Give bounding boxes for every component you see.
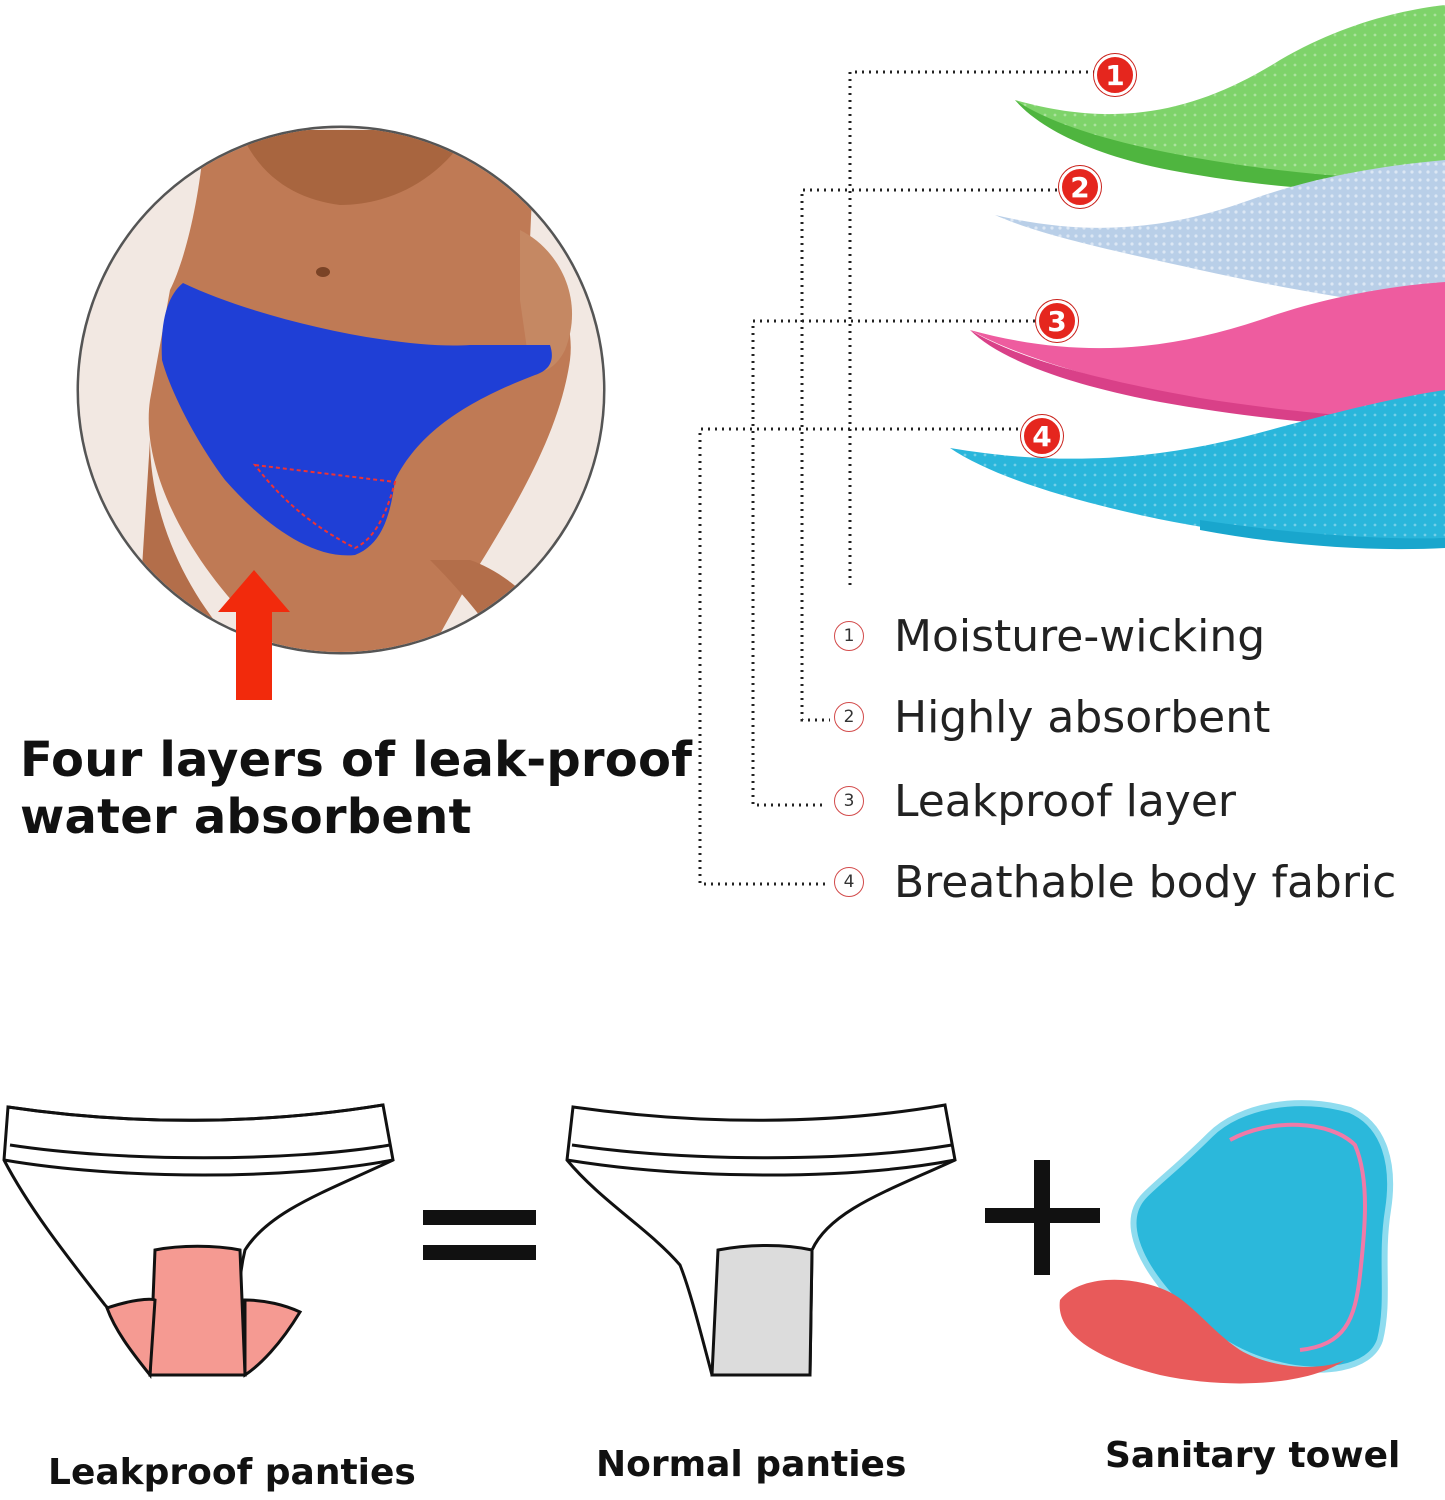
leader-lines [698, 70, 1095, 886]
legend-label-3: Leakproof layer [894, 775, 1237, 827]
equals-symbol-text: = [423, 1180, 424, 1181]
legend-item-2: 2 Highly absorbent [834, 692, 1270, 743]
layer-sheet-3 [970, 282, 1445, 429]
leakproof-panties-drawing [2, 1103, 395, 1379]
model-photo [76, 125, 606, 655]
up-arrow-icon [218, 570, 290, 700]
caption-normal-panties: Normal panties [596, 1444, 907, 1485]
plus-symbol-text: + [985, 1160, 986, 1161]
legend-item-4: 4 Breathable body fabric [834, 857, 1396, 908]
legend-number-1: 1 [834, 621, 864, 651]
layer-sheet-2 [995, 160, 1445, 310]
layer-badge-1: 1 [1094, 54, 1136, 96]
legend-item-1: 1 Moisture-wicking [834, 611, 1265, 662]
headline: Four layers of leak-proof water absorben… [20, 732, 700, 846]
legend-item-3: 3 Leakproof layer [834, 776, 1236, 827]
legend-number-3: 3 [834, 786, 864, 816]
legend-number-2: 2 [834, 702, 864, 732]
legend-number-4: 4 [834, 867, 864, 897]
sanitary-towel-drawing [1059, 1100, 1394, 1384]
layer-badge-3: 3 [1036, 300, 1078, 342]
layer-sheet-1 [1015, 5, 1445, 192]
headline-line-2: water absorbent [20, 789, 472, 845]
plus-sign [985, 1160, 1100, 1275]
blue-panty-shape [161, 283, 552, 556]
caption-sanitary-towel: Sanitary towel [1105, 1435, 1401, 1476]
headline-line-1: Four layers of leak-proof [20, 732, 693, 788]
layer-badge-2: 2 [1059, 166, 1101, 208]
layer-badge-4: 4 [1021, 415, 1063, 457]
caption-leakproof-panties: Leakproof panties [48, 1452, 416, 1493]
legend-label-2: Highly absorbent [894, 691, 1271, 743]
layer-sheet-4 [950, 390, 1445, 550]
legend-label-1: Moisture-wicking [894, 610, 1266, 662]
normal-panties-drawing [565, 1103, 957, 1377]
legend-label-4: Breathable body fabric [894, 856, 1397, 908]
equals-sign [423, 1210, 536, 1260]
